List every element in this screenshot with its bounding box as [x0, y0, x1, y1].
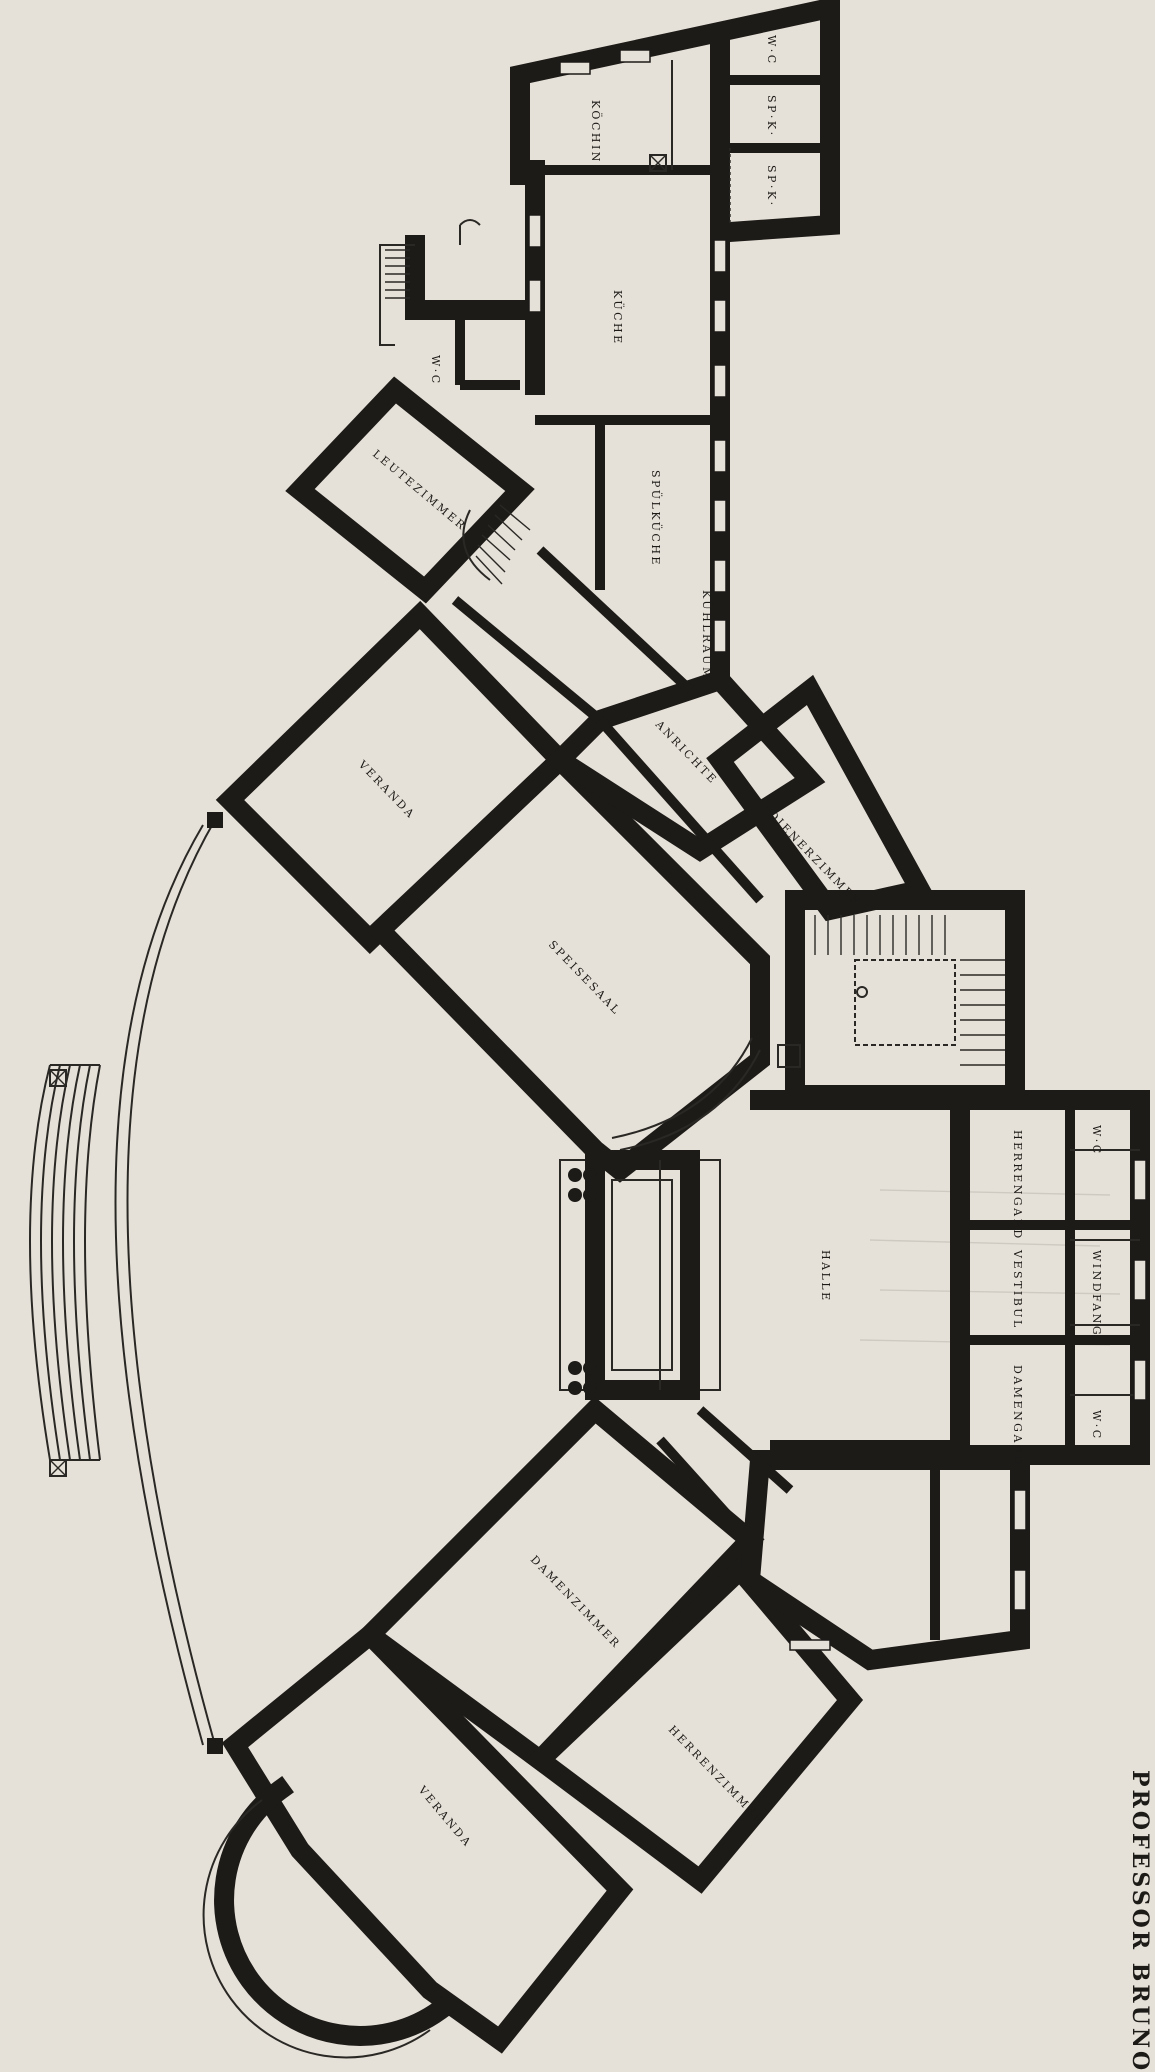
service-wing: [379, 0, 840, 690]
curved-terrace: [29, 812, 223, 1754]
label-herrengard: HERRENGARD: [1011, 1130, 1024, 1241]
paper-texture: [859, 1189, 1121, 1346]
bottom-bay: [202, 1776, 454, 2059]
label-kuehlraum: KÜHLRAUM: [700, 590, 714, 681]
halle-block: [750, 1090, 1150, 1465]
main-staircase: [777, 890, 1025, 1105]
label-herrenzimmer: HERRENZIMMER: [666, 1723, 768, 1827]
label-wc-right-bottom: W·C: [1090, 1410, 1103, 1441]
label-halle: HALLE: [819, 1250, 832, 1303]
label-koechin: KÖCHIN: [589, 100, 603, 164]
label-leutezimmer: LEUTEZIMMER: [370, 447, 469, 533]
label-vestibul: VESTIBUL: [1011, 1249, 1024, 1330]
label-spk-2: SP·K·: [765, 165, 778, 208]
plan-caption: PROFESSOR BRUNO PAUL: [1127, 1770, 1153, 2072]
stair-treads: [814, 915, 1005, 1066]
central-terrace: [559, 1150, 721, 1400]
label-anrichte: ANRICHTE: [652, 717, 720, 787]
label-wc-right-top: W·C: [1090, 1125, 1103, 1156]
label-speisesaal: SPEISESAAL: [546, 938, 624, 1018]
label-wc-servant: W·C: [429, 355, 442, 386]
label-veranda-bottom: VERANDA: [415, 1783, 475, 1850]
label-spk-1: SP·K·: [765, 95, 778, 138]
label-kueche: KÜCHE: [611, 290, 625, 346]
label-spuelkueche: SPÜLKÜCHE: [649, 470, 663, 567]
lower-rooms: [221, 1396, 1030, 2054]
service-steps: [385, 219, 481, 299]
label-damenzimmer: DAMENZIMMER: [528, 1553, 623, 1651]
label-damengard: DAMENGARD: [1011, 1365, 1024, 1467]
label-wc-top: W·C: [765, 35, 778, 66]
label-veranda-top: VERANDA: [355, 757, 418, 821]
label-windfang: WINDFANG: [1090, 1250, 1103, 1337]
leutezimmer-block: [285, 376, 535, 604]
